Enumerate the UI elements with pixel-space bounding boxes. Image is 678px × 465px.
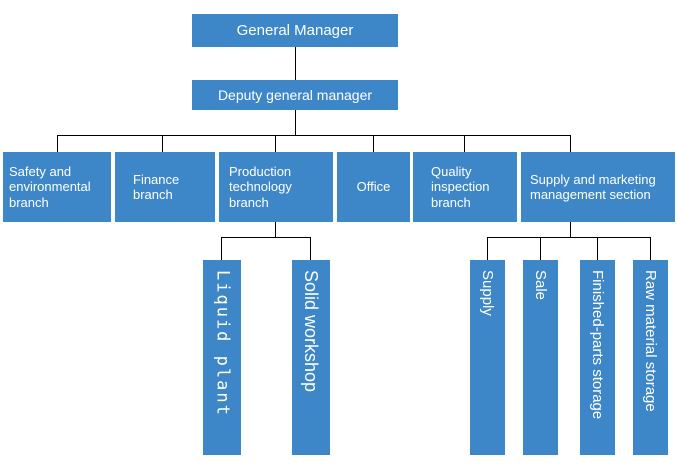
node-finished-parts-storage-label: Finished-parts storage (589, 270, 606, 420)
connector-supply-marketing-to-bus (570, 222, 571, 237)
connector-drop-supply-marketing (570, 135, 571, 152)
node-quality-inspection-branch-label: Quality inspection branch (431, 164, 490, 210)
node-safety-environmental-branch-label: Safety and environmental branch (9, 164, 91, 210)
node-general-manager-label: General Manager (236, 21, 354, 39)
node-supply[interactable]: Supply (470, 260, 505, 455)
connector-deputy-to-bus (295, 110, 296, 135)
node-finished-parts-storage[interactable]: Finished-parts storage (580, 260, 615, 455)
node-quality-inspection-branch[interactable]: Quality inspection branch (413, 152, 517, 222)
connector-bus-level3 (57, 135, 571, 136)
node-production-technology-branch[interactable]: Production technology branch (219, 152, 333, 222)
connector-drop-solid-workshop (310, 237, 311, 260)
node-raw-material-storage[interactable]: Raw material storage (633, 260, 668, 455)
node-office[interactable]: Office (337, 152, 410, 222)
node-raw-material-storage-label: Raw material storage (642, 270, 659, 412)
node-solid-workshop[interactable]: Solid workshop (292, 260, 330, 455)
node-finance-branch-label: Finance branch (133, 171, 180, 202)
node-deputy-general-manager-label: Deputy general manager (217, 86, 373, 103)
node-office-label: Office (356, 179, 391, 195)
connector-drop-liquid-plant (221, 237, 222, 260)
node-supply-marketing-section-label: Supply and marketing management section (530, 171, 656, 202)
node-supply-label: Supply (479, 270, 496, 316)
connector-drop-raw-material-storage (650, 237, 651, 260)
node-liquid-plant-label: Liquid plant (212, 270, 233, 417)
node-production-technology-branch-label: Production technology branch (229, 164, 292, 210)
connector-bus-production-children (221, 237, 311, 238)
node-sale[interactable]: Sale (523, 260, 558, 455)
node-liquid-plant[interactable]: Liquid plant (203, 260, 241, 455)
node-safety-environmental-branch[interactable]: Safety and environmental branch (3, 152, 111, 222)
node-deputy-general-manager[interactable]: Deputy general manager (192, 80, 398, 110)
connector-drop-production (275, 135, 276, 152)
node-finance-branch[interactable]: Finance branch (115, 152, 215, 222)
node-sale-label: Sale (532, 270, 549, 301)
connector-drop-safety (57, 135, 58, 152)
connector-drop-supply (487, 237, 488, 260)
node-general-manager[interactable]: General Manager (192, 14, 398, 47)
connector-drop-finished-parts-storage (597, 237, 598, 260)
connector-drop-quality (464, 135, 465, 152)
connector-production-to-bus (275, 222, 276, 237)
node-supply-marketing-section[interactable]: Supply and marketing management section (521, 152, 675, 222)
node-solid-workshop-label: Solid workshop (301, 270, 321, 393)
connector-drop-finance (162, 135, 163, 152)
connector-gm-to-deputy (295, 47, 296, 80)
connector-drop-sale (540, 237, 541, 260)
connector-bus-supply-marketing-children (487, 237, 650, 238)
connector-drop-office (373, 135, 374, 152)
